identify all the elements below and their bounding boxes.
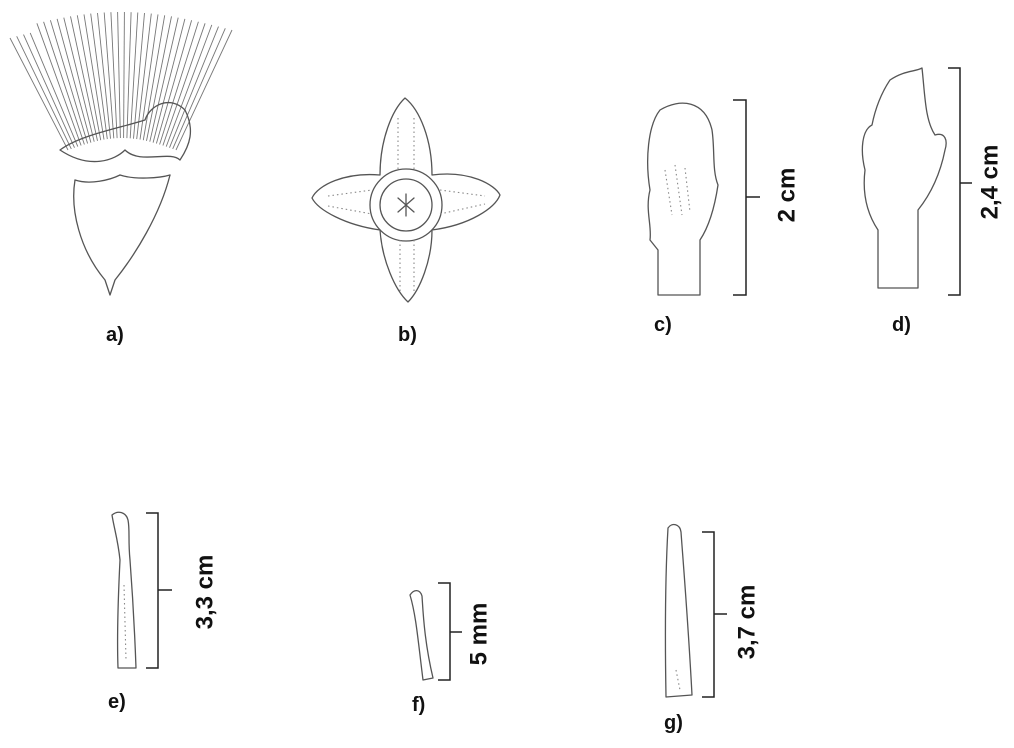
scale-label-e: 3,3 cm	[193, 555, 217, 630]
stamen-drawing-g	[665, 525, 727, 697]
panel-label-g: g)	[664, 713, 683, 733]
flower-top-view-drawing-b	[312, 98, 500, 302]
panel-label-b: b)	[398, 325, 417, 345]
stamen-drawing-e	[112, 512, 172, 668]
panel-label-c: c)	[654, 315, 672, 335]
scale-label-d: 2,4 cm	[978, 145, 1002, 220]
scale-label-f: 5 mm	[467, 603, 491, 666]
flower-head-drawing-a	[10, 12, 232, 295]
stamen-drawing-f	[410, 583, 462, 680]
scale-label-g: 3,7 cm	[735, 585, 759, 660]
panel-label-e: e)	[108, 692, 126, 712]
petal-drawing-d	[862, 68, 972, 295]
petal-drawing-c	[648, 100, 760, 295]
panel-label-d: d)	[892, 315, 911, 335]
panel-label-f: f)	[412, 695, 425, 715]
panel-label-a: a)	[106, 325, 124, 345]
scale-label-c: 2 cm	[775, 168, 799, 223]
